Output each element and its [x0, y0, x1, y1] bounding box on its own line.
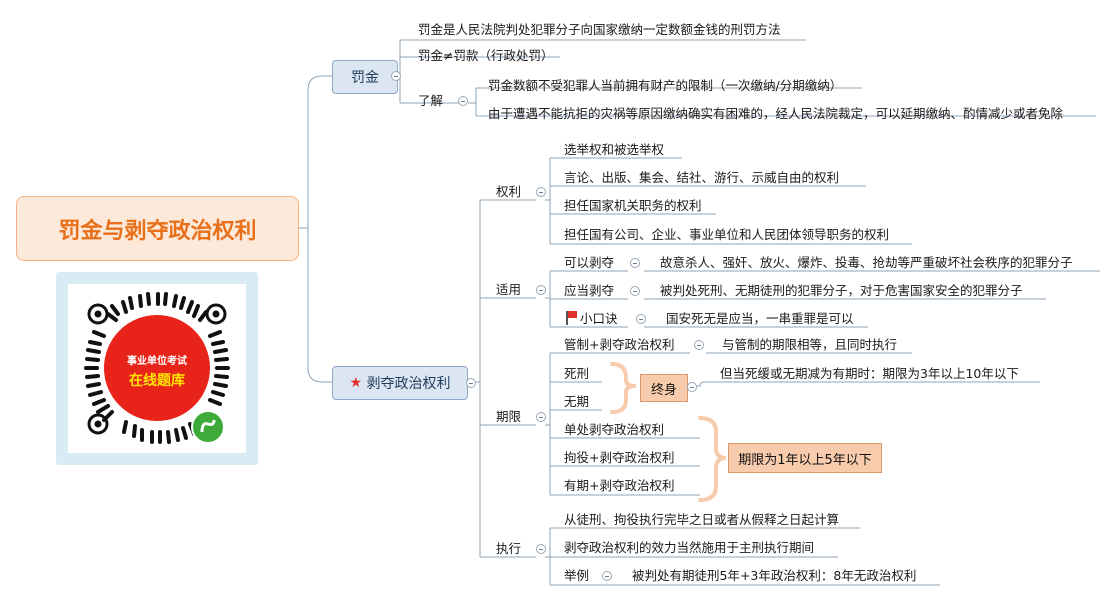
qr-code-image [84, 292, 230, 444]
fine-definition: 罚金是人民法院判处犯罪分子向国家缴纳一定数额金钱的刑罚方法 [418, 22, 781, 37]
apply-label: 适用 [496, 282, 522, 297]
rights-item: 担任国有公司、企业、事业单位和人民团体领导职务的权利 [564, 227, 890, 242]
rights-label: 权利 [496, 184, 522, 199]
qr-line2: 在线题库 [129, 373, 185, 389]
rights-item: 言论、出版、集会、结社、游行、示威自由的权利 [564, 170, 840, 185]
collapse-deprive-icon[interactable] [466, 378, 476, 388]
term-lifelong-label: 终身 [650, 382, 677, 398]
topic-fine-label: 罚金 [351, 70, 379, 86]
rights-item: 选举权和被选举权 [564, 142, 665, 157]
term-range-label: 期限为1年以上5年以下 [738, 452, 872, 468]
apply-tip-detail: 国安死无是应当，一串重罪是可以 [666, 311, 854, 326]
qr-code-panel: 事业单位考试 在线题库 [56, 272, 258, 465]
collapse-exec-icon[interactable] [536, 544, 546, 554]
topic-deprive[interactable]: ★ 剥夺政治权利 [332, 366, 468, 400]
collapse-lifelong-icon[interactable] [687, 382, 697, 392]
topic-deprive-label: 剥夺政治权利 [366, 376, 451, 392]
term-fixed: 有期+剥夺政治权利 [564, 478, 675, 493]
apply-may-detail: 故意杀人、强奸、放火、爆炸、投毒、抢劫等严重破坏社会秩序的犯罪分子 [660, 255, 1073, 270]
term-control-detail: 与管制的期限相等，且同时执行 [722, 337, 898, 352]
topic-fine[interactable]: 罚金 [332, 60, 398, 94]
collapse-rights-icon[interactable] [536, 187, 546, 197]
term-detention: 拘役+剥夺政治权利 [564, 450, 675, 465]
fine-understand-1: 罚金数额不受犯罪人当前拥有财产的限制（一次缴纳/分期缴纳） [488, 78, 843, 93]
qr-line1: 事业单位考试 [127, 356, 187, 367]
collapse-control-icon[interactable] [694, 340, 704, 350]
fine-not-penalty: 罚金≠罚款（行政处罚） [418, 48, 554, 63]
apply-tip: 小口诀 [566, 311, 618, 327]
collapse-should-icon[interactable] [630, 286, 640, 296]
apply-may: 可以剥夺 [564, 255, 615, 270]
exec-item: 从徒刑、拘役执行完毕之日或者从假释之日起计算 [564, 512, 840, 527]
apply-should-detail: 被判处死刑、无期徒刑的犯罪分子，对于危害国家安全的犯罪分子 [660, 283, 1023, 298]
collapse-understand-icon[interactable] [458, 96, 468, 106]
exec-example: 举例 [564, 568, 590, 583]
exec-example-detail: 被判处有期徒刑5年+3年政治权利：8年无政治权利 [632, 568, 917, 583]
apply-tip-label: 小口诀 [580, 311, 618, 326]
collapse-example-icon[interactable] [602, 571, 612, 581]
collapse-tip-icon[interactable] [636, 314, 646, 324]
root-topic[interactable]: 罚金与剥夺政治权利 [16, 196, 299, 261]
term-range-box[interactable]: 期限为1年以上5年以下 [728, 443, 882, 473]
exec-item: 剥夺政治权利的效力当然施用于主刑执行期间 [564, 540, 815, 555]
fine-understand: 了解 [418, 93, 444, 108]
flag-icon [566, 311, 577, 325]
fine-understand-2: 由于遭遇不能抗拒的灾祸等原因缴纳确实有困难的，经人民法院裁定，可以延期缴纳、酌情… [488, 106, 1064, 121]
term-lifelong-box[interactable]: 终身 [640, 374, 688, 402]
star-icon: ★ [349, 375, 363, 391]
collapse-may-icon[interactable] [630, 258, 640, 268]
term-label: 期限 [496, 409, 522, 424]
exec-label: 执行 [496, 541, 522, 556]
term-life: 无期 [564, 394, 590, 409]
term-single: 单处剥夺政治权利 [564, 422, 665, 437]
rights-item: 担任国家机关职务的权利 [564, 198, 702, 213]
term-lifelong-detail: 但当死缓或无期减为有期时：期限为3年以上10年以下 [720, 366, 1019, 381]
term-death: 死刑 [564, 366, 590, 381]
collapse-apply-icon[interactable] [536, 285, 546, 295]
term-control: 管制+剥夺政治权利 [564, 337, 675, 352]
collapse-term-icon[interactable] [536, 412, 546, 422]
collapse-fine-icon[interactable] [391, 71, 401, 81]
apply-should: 应当剥夺 [564, 283, 615, 298]
